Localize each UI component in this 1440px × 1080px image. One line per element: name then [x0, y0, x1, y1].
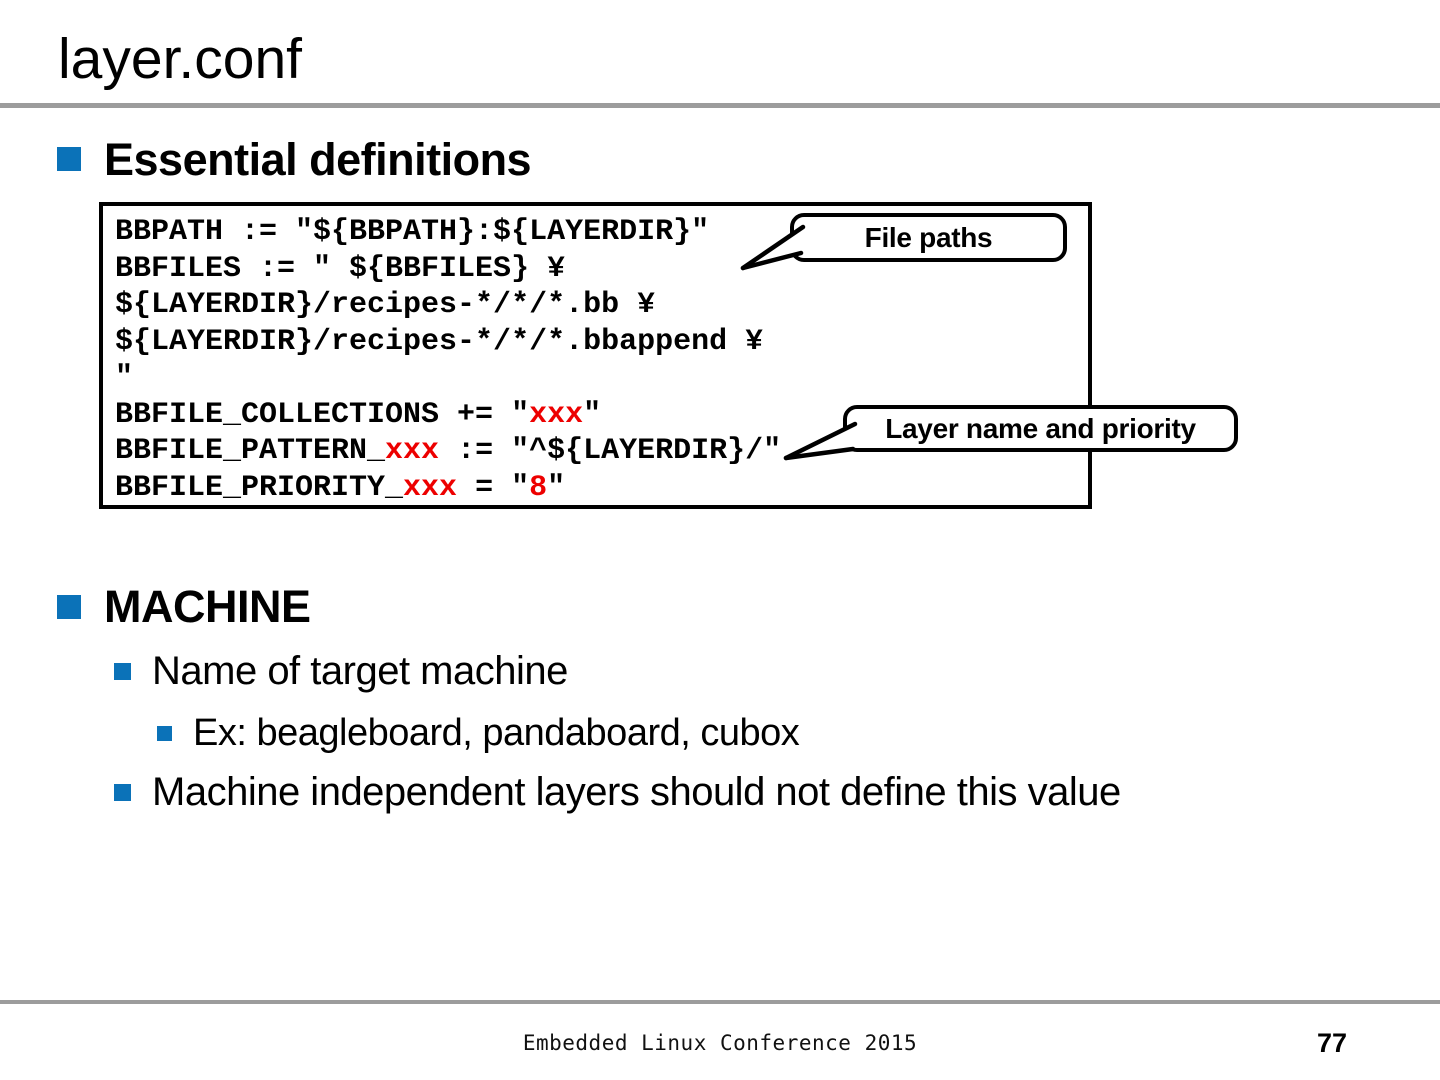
title-divider	[0, 103, 1440, 108]
code-text-highlight: xxx	[529, 397, 584, 432]
callout-file-paths-label: File paths	[864, 221, 993, 253]
code-text: = "	[457, 470, 530, 505]
page-title: layer.conf	[58, 27, 302, 91]
heading-essential-definitions: Essential definitions	[104, 134, 532, 185]
code-text: BBFILES := " ${BBFILES} ¥	[115, 251, 566, 286]
code-line: BBFILE_PRIORITY_xxx = "8"	[115, 470, 1088, 507]
bullet-square-icon	[157, 726, 172, 741]
code-line: BBFILE_COLLECTIONS += "xxx"	[115, 397, 1088, 434]
code-text: "	[115, 361, 134, 395]
machine-item-independent-layers: Machine independent layers should not de…	[152, 770, 1121, 814]
code-text: BBFILE_PATTERN_	[115, 434, 386, 468]
callout-file-paths: File paths	[790, 213, 1067, 262]
heading-machine: MACHINE	[104, 581, 311, 632]
code-line: ${LAYERDIR}/recipes-*/*/*.bb ¥	[115, 287, 1088, 324]
code-line: BBFILES := " ${BBFILES} ¥	[115, 251, 1088, 288]
bullet-square-icon	[114, 663, 131, 680]
code-text: BBFILE_COLLECTIONS += "	[115, 397, 530, 432]
bullet-square-icon	[57, 147, 81, 171]
machine-item-target-machine: Name of target machine	[152, 649, 568, 693]
code-line: "	[115, 360, 1088, 397]
machine-item-examples: Ex: beagleboard, pandaboard, cubox	[193, 712, 800, 754]
code-text: := "^${LAYERDIR}/"	[439, 434, 782, 468]
bullet-square-icon	[57, 595, 81, 619]
bullet-square-icon	[114, 784, 131, 801]
code-text-highlight: 8	[529, 470, 548, 505]
code-text: ${LAYERDIR}/recipes-*/*/*.bbappend ¥	[115, 324, 764, 359]
code-line: BBFILE_PATTERN_xxx := "^${LAYERDIR}/"	[115, 433, 1088, 470]
callout-layer-name-priority: Layer name and priority	[843, 405, 1238, 452]
code-line: BBPATH := "${BBPATH}:${LAYERDIR}"	[115, 214, 1088, 251]
footer-conference-name: Embedded Linux Conference 2015	[522, 1031, 918, 1055]
code-text: "	[583, 397, 602, 432]
code-text: "	[547, 470, 566, 505]
code-text-highlight: xxx	[403, 470, 458, 505]
code-text-highlight: xxx	[385, 434, 440, 468]
callout-layer-name-priority-label: Layer name and priority	[885, 412, 1196, 444]
code-text: BBPATH := "${BBPATH}:${LAYERDIR}"	[115, 215, 710, 249]
page-number: 77	[1316, 1028, 1348, 1058]
code-text: ${LAYERDIR}/recipes-*/*/*.bb ¥	[115, 288, 656, 322]
code-line: ${LAYERDIR}/recipes-*/*/*.bbappend ¥	[115, 324, 1088, 361]
code-text: BBFILE_PRIORITY_	[115, 470, 404, 505]
footer-divider	[0, 1000, 1440, 1004]
